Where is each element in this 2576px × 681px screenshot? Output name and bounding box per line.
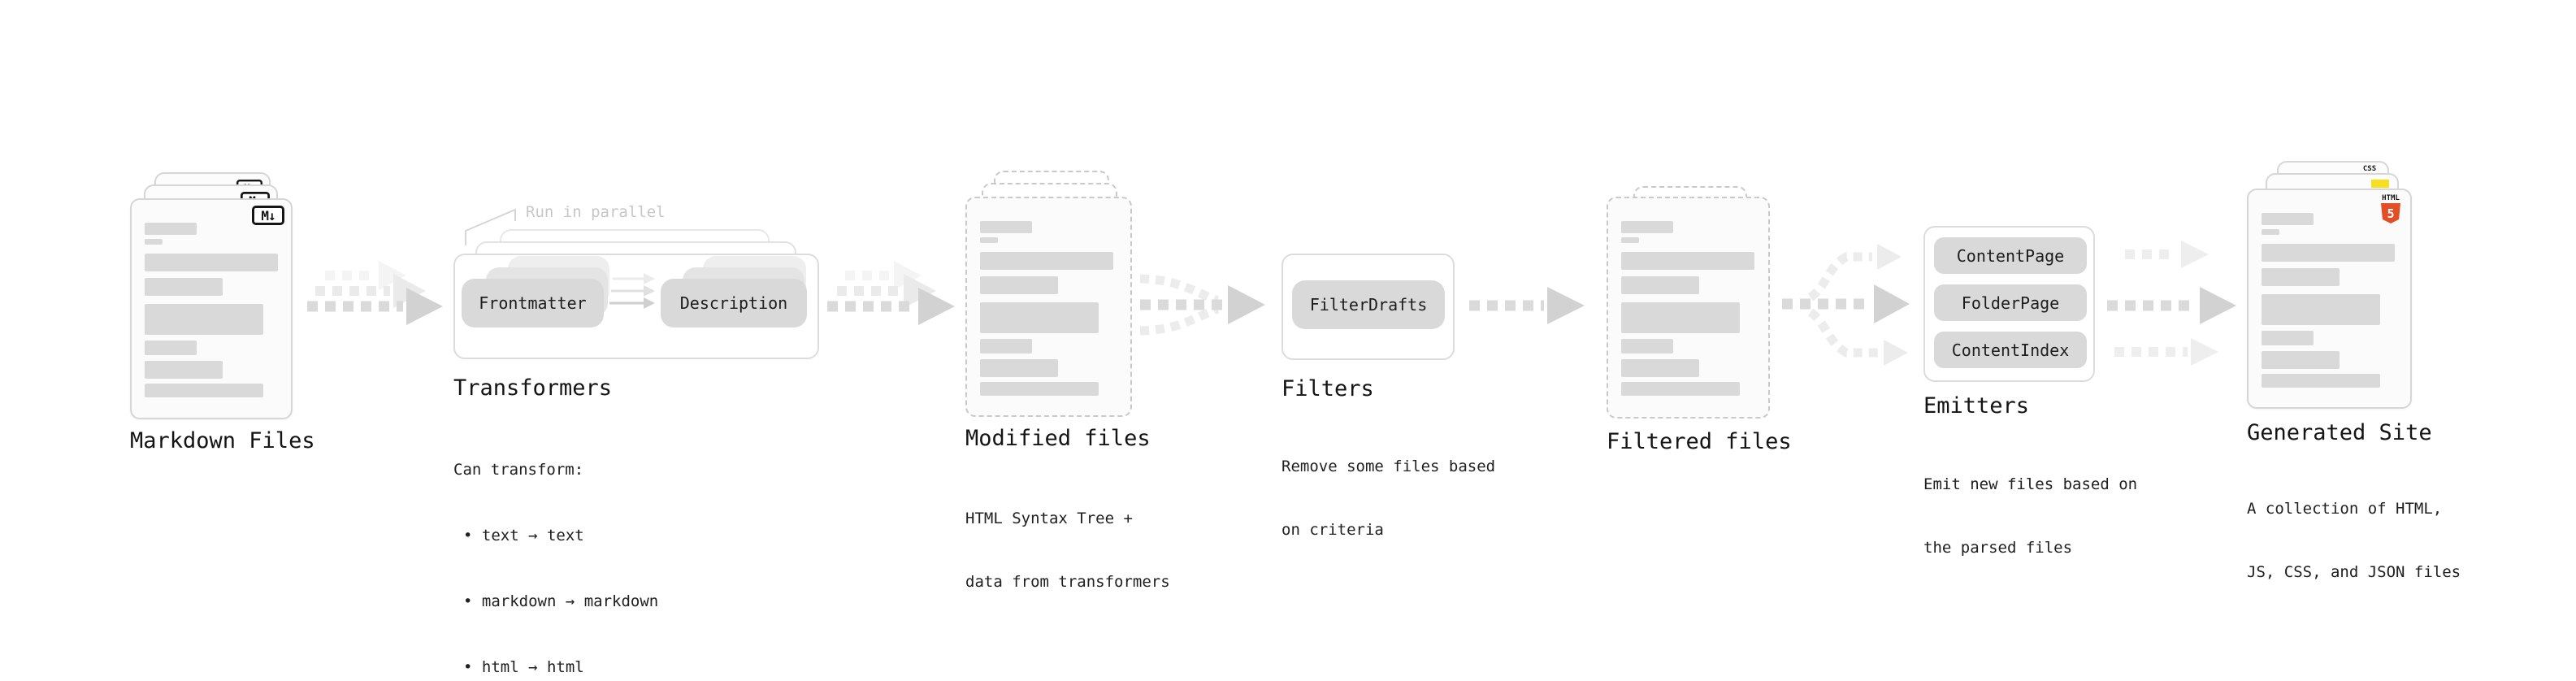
contentpage-node: ContentPage [1934,237,2087,274]
caption-line: on criteria [1281,521,1384,539]
generated-document-html: HTML 5 [2247,189,2412,409]
text-placeholder-bar [145,223,197,235]
text-placeholder-bar [145,254,278,271]
folderpage-node: FolderPage [1934,284,2087,321]
stage-title-filtered-files: Filtered files [1607,429,1792,454]
text-placeholder-bar [145,278,223,296]
description-node: Description [661,279,807,327]
caption-bullet: html → html [453,657,658,679]
caption-bullet: markdown → markdown [453,591,658,613]
document-text-placeholder [967,198,1130,396]
text-placeholder-bar [145,384,263,397]
modified-files-caption: HTML Syntax Tree + data from transformer… [965,466,1170,635]
stage-title-filters: Filters [1281,376,1374,401]
text-placeholder-bar [980,276,1058,294]
text-placeholder-bar [1621,339,1673,354]
text-placeholder-bar [1621,359,1699,377]
filtered-document [1607,197,1770,419]
document-text-placeholder [132,200,291,397]
text-placeholder-bar [980,382,1099,396]
text-placeholder-bar [1621,276,1699,294]
text-placeholder-bar [1621,382,1740,396]
caption-line: Remove some files based [1281,458,1496,475]
text-placeholder-bar [2262,374,2380,388]
text-placeholder-bar [145,340,197,355]
text-placeholder-bar [1621,237,1639,243]
arrow-filters-to-filtered [1469,287,1585,324]
frontmatter-node: Frontmatter [462,279,604,327]
markdown-icon: M↓ [252,206,284,225]
text-placeholder-bar [1621,302,1740,333]
text-placeholder-bar [980,237,998,243]
text-placeholder-bar [2262,229,2279,235]
caption-line: JS, CSS, and JSON files [2247,563,2461,581]
arrow-filtered-to-emitters [1782,244,1910,366]
arrow-modified-to-filters [1139,274,1265,336]
caption-bullet: text → text [453,525,658,547]
text-placeholder-bar [1621,252,1754,270]
stage-title-modified-files: Modified files [965,426,1151,451]
transformers-caption: Can transform: text → text markdown → ma… [453,415,658,681]
text-placeholder-bar [2262,351,2340,369]
document-text-placeholder [1608,198,1768,396]
contentindex-node: ContentIndex [1934,332,2087,368]
html5-icon: HTML 5 [2379,194,2403,223]
text-placeholder-bar [2262,294,2380,325]
emitters-caption: Emit new files based on the parsed files [1923,432,2137,601]
run-in-parallel-note: Run in parallel [526,203,666,221]
stage-title-markdown-files: Markdown Files [130,428,315,453]
text-placeholder-bar [980,359,1058,377]
document-text-placeholder [2249,190,2410,388]
caption-line: Emit new files based on [1923,475,2138,493]
caption-line: the parsed files [1923,539,2073,557]
filters-caption: Remove some files based on criteria [1281,414,1495,583]
text-placeholder-bar [980,252,1113,270]
caption-line: A collection of HTML, [2247,500,2443,518]
text-placeholder-bar [980,302,1099,333]
js-file-icon [2371,180,2389,188]
caption-line: HTML Syntax Tree + [965,510,1133,527]
arrow-transformers-to-modified [827,261,955,325]
text-placeholder-bar [980,339,1032,354]
text-placeholder-bar [145,304,263,335]
filterdrafts-node: FilterDrafts [1292,280,1445,329]
text-placeholder-bar [2262,268,2340,286]
text-placeholder-bar [2262,331,2314,345]
caption-line: data from transformers [965,573,1170,591]
text-placeholder-bar [980,221,1032,233]
text-placeholder-bar [145,239,163,245]
stage-title-transformers: Transformers [453,375,613,401]
modified-document [965,197,1132,417]
arrow-markdown-to-transformers [307,261,443,325]
text-placeholder-bar [145,361,223,379]
stage-title-generated-site: Generated Site [2247,420,2432,445]
caption-line: Can transform: [453,461,584,479]
text-placeholder-bar [1621,221,1673,233]
stage-title-emitters: Emitters [1923,393,2030,419]
arrow-emitters-to-generated [2107,241,2236,366]
generated-site-caption: A collection of HTML, JS, CSS, and JSON … [2247,456,2461,625]
markdown-document: M↓ [130,198,293,419]
text-placeholder-bar [2262,213,2314,225]
text-placeholder-bar [2262,244,2395,262]
